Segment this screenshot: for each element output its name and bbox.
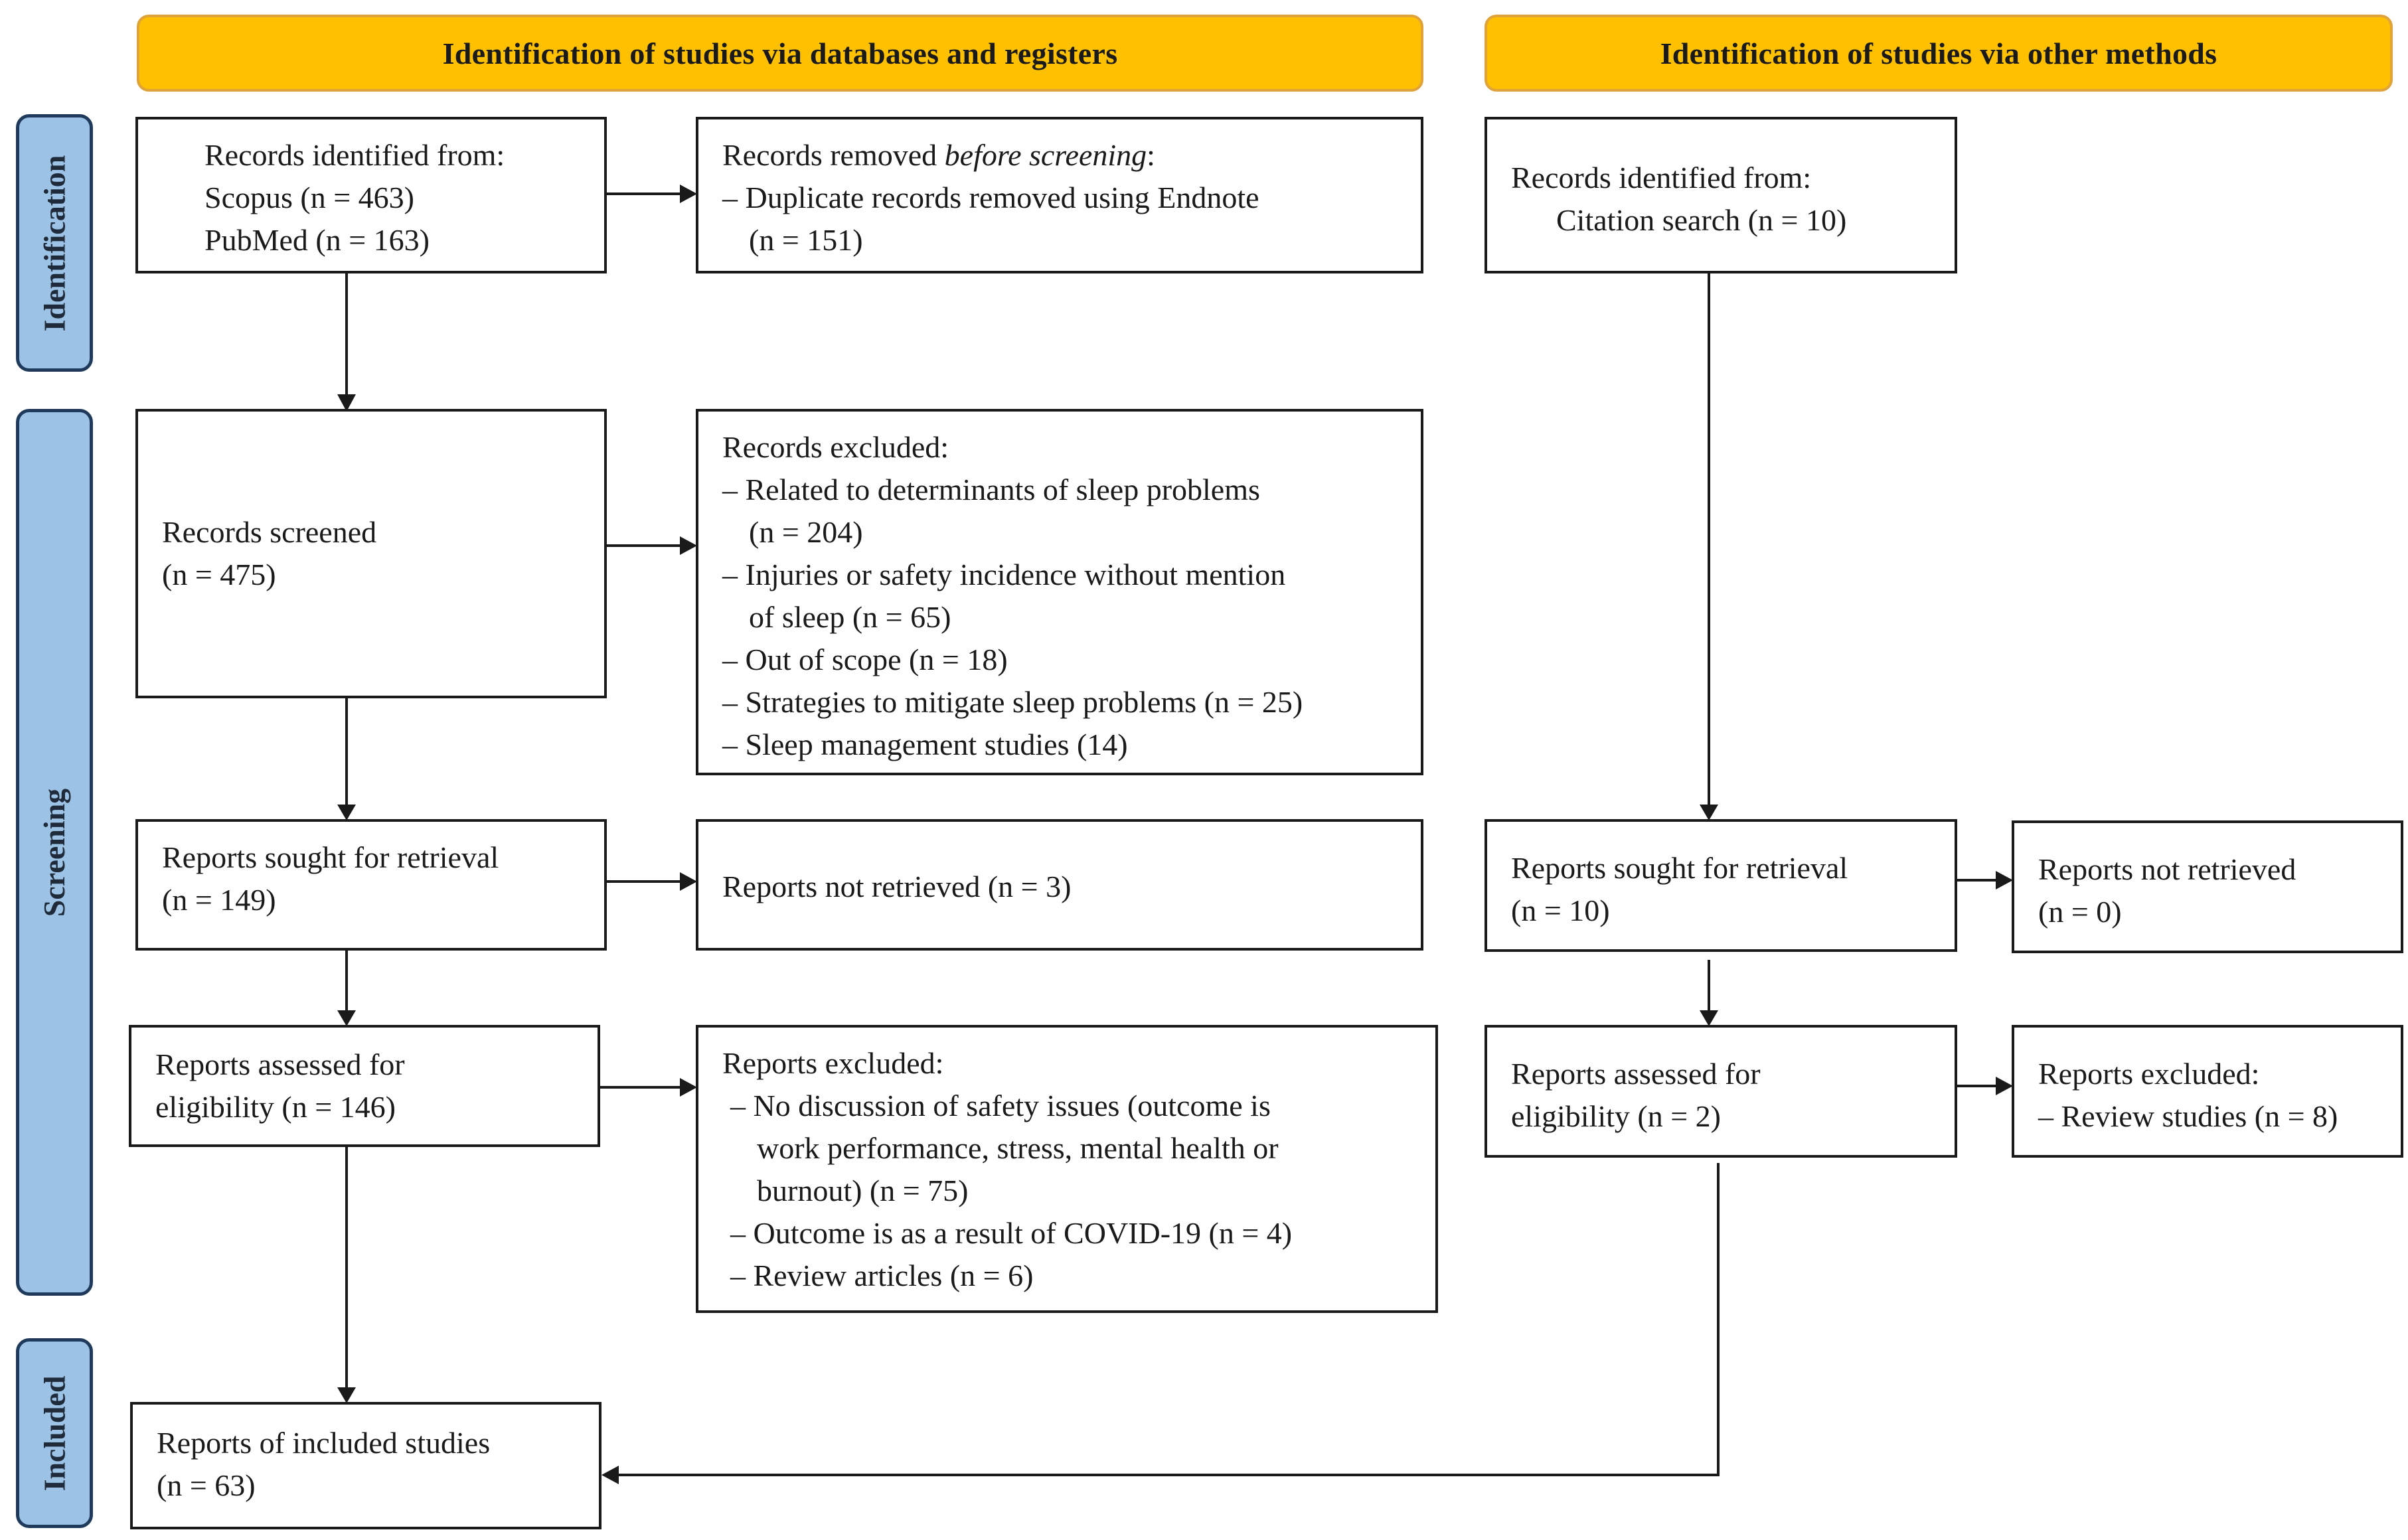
other-reports-sought-title: Reports sought for retrieval bbox=[1511, 851, 1848, 885]
records-excluded-item-strategies: Strategies to mitigate sleep problems (n… bbox=[722, 681, 1421, 724]
header-databases-registers: Identification of studies via databases … bbox=[137, 15, 1423, 92]
other-reports-assessed-title: Reports assessed for bbox=[1511, 1057, 1761, 1091]
reports-excluded-title: Reports excluded: bbox=[722, 1046, 944, 1080]
records-excluded-item-determinants: Related to determinants of sleep problem… bbox=[722, 469, 1421, 511]
records-identified-box: Records identified from: Scopus (n = 463… bbox=[135, 117, 607, 273]
arrowhead-identified-to-screened bbox=[337, 394, 356, 412]
records-removed-box: Records removed before screening: Duplic… bbox=[696, 117, 1423, 273]
arrowhead-screened-to-sought bbox=[337, 805, 356, 820]
header-databases-label: Identification of studies via databases … bbox=[442, 36, 1118, 70]
other-reports-excluded-item-review: Review studies (n = 8) bbox=[2038, 1095, 2401, 1138]
reports-excluded-item-safety-cont1: work performance, stress, mental health … bbox=[757, 1131, 1279, 1165]
reports-assessed-box: Reports assessed for eligibility (n = 14… bbox=[129, 1025, 600, 1147]
other-reports-not-retrieved-box: Reports not retrieved (n = 0) bbox=[2012, 820, 2403, 953]
phase-included: Included bbox=[16, 1338, 93, 1528]
records-excluded-box: Records excluded: Related to determinant… bbox=[696, 409, 1423, 775]
arrowhead-sought-to-not-retrieved bbox=[680, 872, 697, 891]
phase-identification: Identification bbox=[16, 114, 93, 372]
records-excluded-item-management: Sleep management studies (14) bbox=[722, 724, 1421, 766]
arrowhead-other-sought-to-not-retrieved bbox=[1996, 871, 2013, 889]
header-other-label: Identification of studies via other meth… bbox=[1660, 36, 2217, 70]
reports-included-box: Reports of included studies (n = 63) bbox=[130, 1402, 602, 1529]
other-reports-not-retrieved-count: (n = 0) bbox=[2038, 895, 2122, 929]
records-removed-duplicates: Duplicate records removed using Endnote bbox=[722, 177, 1421, 219]
records-excluded-item-scope: Out of scope (n = 18) bbox=[722, 639, 1421, 681]
records-removed-title: Records removed before screening: bbox=[722, 138, 1155, 172]
other-reports-excluded-box: Reports excluded: Review studies (n = 8) bbox=[2012, 1025, 2403, 1158]
reports-assessed-count: eligibility (n = 146) bbox=[155, 1090, 396, 1124]
reports-sought-count: (n = 149) bbox=[162, 883, 276, 917]
records-screened-title: Records screened bbox=[162, 515, 377, 549]
records-excluded-item-injuries: Injuries or safety incidence without men… bbox=[722, 554, 1421, 596]
arrow-other-assessed-to-included bbox=[615, 1163, 1720, 1476]
reports-included-count: (n = 63) bbox=[157, 1468, 256, 1502]
reports-assessed-title: Reports assessed for bbox=[155, 1047, 405, 1081]
other-reports-assessed-count: eligibility (n = 2) bbox=[1511, 1099, 1721, 1133]
records-removed-duplicates-count: (n = 151) bbox=[749, 223, 863, 257]
reports-excluded-box: Reports excluded: No discussion of safet… bbox=[696, 1025, 1438, 1313]
records-identified-scopus: Scopus (n = 463) bbox=[204, 181, 414, 214]
arrowhead-other-assessed-to-excluded bbox=[1996, 1077, 2013, 1095]
arrowhead-other-sought-to-assessed bbox=[1700, 1010, 1718, 1026]
arrowhead-screened-to-excluded bbox=[680, 536, 697, 555]
records-identified-title: Records identified from: bbox=[204, 138, 505, 172]
reports-sought-title: Reports sought for retrieval bbox=[162, 840, 499, 874]
reports-not-retrieved-text: Reports not retrieved (n = 3) bbox=[722, 870, 1072, 903]
arrowhead-other-identified-to-sought bbox=[1700, 805, 1718, 820]
reports-excluded-item-covid: Outcome is as a result of COVID-19 (n = … bbox=[730, 1212, 1435, 1255]
reports-included-title: Reports of included studies bbox=[157, 1426, 491, 1460]
other-reports-excluded-title: Reports excluded: bbox=[2038, 1057, 2260, 1091]
arrowhead-identified-to-removed bbox=[680, 185, 697, 203]
header-other-methods: Identification of studies via other meth… bbox=[1485, 15, 2393, 92]
other-records-identified-title: Records identified from: bbox=[1511, 161, 1812, 194]
records-identified-pubmed: PubMed (n = 163) bbox=[204, 223, 430, 257]
arrowhead-assessed-to-included bbox=[337, 1387, 356, 1403]
reports-not-retrieved-box: Reports not retrieved (n = 3) bbox=[696, 819, 1423, 951]
other-reports-not-retrieved-title: Reports not retrieved bbox=[2038, 852, 2296, 886]
records-excluded-item-determinants-count: (n = 204) bbox=[749, 515, 863, 549]
other-reports-assessed-box: Reports assessed for eligibility (n = 2) bbox=[1485, 1025, 1957, 1158]
other-reports-sought-box: Reports sought for retrieval (n = 10) bbox=[1485, 819, 1957, 952]
reports-sought-box: Reports sought for retrieval (n = 149) bbox=[135, 819, 607, 951]
reports-excluded-item-review: Review articles (n = 6) bbox=[730, 1255, 1435, 1297]
other-records-identified-box: Records identified from: Citation search… bbox=[1485, 117, 1957, 273]
records-screened-box: Records screened (n = 475) bbox=[135, 409, 607, 698]
arrowhead-assessed-to-excluded bbox=[680, 1078, 697, 1097]
reports-excluded-item-safety: No discussion of safety issues (outcome … bbox=[730, 1085, 1435, 1127]
records-excluded-item-injuries-cont: of sleep (n = 65) bbox=[749, 600, 951, 634]
records-screened-count: (n = 475) bbox=[162, 558, 276, 591]
other-reports-sought-count: (n = 10) bbox=[1511, 893, 1610, 927]
reports-excluded-item-safety-cont2: burnout) (n = 75) bbox=[757, 1174, 969, 1207]
other-records-identified-citation: Citation search (n = 10) bbox=[1556, 203, 1847, 237]
phase-screening: Screening bbox=[16, 409, 93, 1296]
arrowhead-sought-to-assessed bbox=[337, 1010, 356, 1026]
records-excluded-title: Records excluded: bbox=[722, 430, 949, 464]
arrowhead-other-to-included bbox=[602, 1466, 619, 1484]
